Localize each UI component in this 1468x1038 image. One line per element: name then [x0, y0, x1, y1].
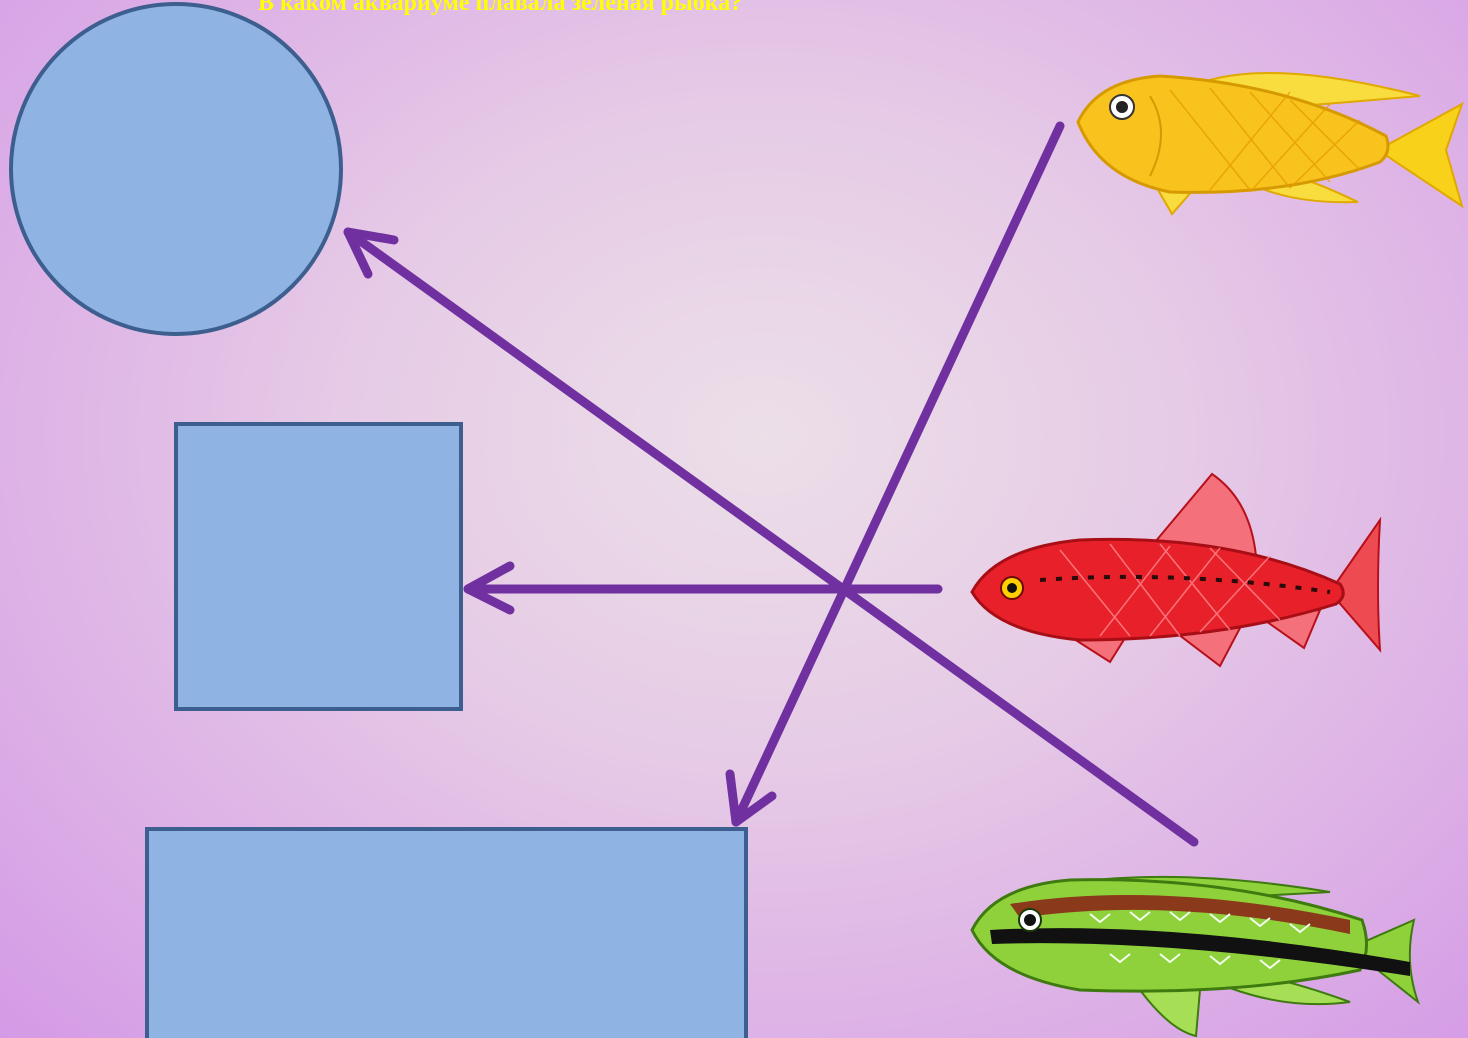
aquarium-circle[interactable] — [9, 2, 343, 336]
fish-yellow[interactable] — [1076, 72, 1464, 216]
fish-green[interactable] — [970, 875, 1421, 1038]
question-title: В каком аквариуме плавала зеленая рыбка? — [258, 0, 743, 16]
arrow-yellow-to-rectangle[interactable] — [725, 121, 1065, 827]
fish-red[interactable] — [970, 472, 1382, 668]
arrow-red-to-square[interactable] — [463, 561, 943, 615]
aquarium-square[interactable] — [174, 422, 463, 711]
aquarium-rectangle[interactable] — [145, 827, 748, 1038]
arrow-green-to-circle[interactable] — [343, 227, 1199, 847]
